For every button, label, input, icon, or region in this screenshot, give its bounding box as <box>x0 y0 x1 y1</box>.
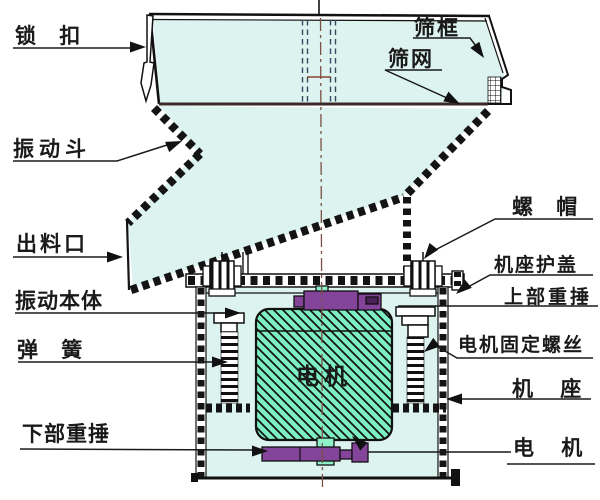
hopper-wall-lower-left <box>125 150 203 227</box>
label-nut-text: 螺 帽 <box>512 195 585 219</box>
label-sieve-frame-arrowhead <box>470 41 484 58</box>
label-sieve-mesh-text: 筛网 <box>388 47 434 71</box>
label-lower-weight-leader <box>19 448 254 451</box>
nut-left-base <box>208 288 236 297</box>
nut-right-base <box>409 288 437 297</box>
label-base-arrowhead <box>446 393 462 405</box>
spring-right-coil <box>406 336 425 404</box>
label-vibrating-body-text: 振动本体 <box>15 289 103 313</box>
spring-right-seat-plate <box>395 306 436 317</box>
label-spring-arrowhead <box>212 356 228 368</box>
label-motor-screw-arrowhead <box>424 337 440 352</box>
sieve-frame <box>140 12 512 106</box>
frame-right-inner <box>484 17 504 74</box>
motor-body-label: 电机 <box>296 364 352 390</box>
label-base-cover-arrowhead <box>456 279 472 294</box>
label-sieve-mesh-leader <box>384 69 448 99</box>
label-outlet-text: 出料口 <box>16 232 88 256</box>
label-upper-weight: 上部重捶 <box>398 285 598 308</box>
nut-left-wing-b <box>233 265 242 287</box>
frame-top-rim-inner <box>151 18 488 22</box>
base-cover-right-cap <box>451 270 464 291</box>
reference-lines <box>301 0 337 492</box>
frame-corner-hatch <box>487 76 502 104</box>
spring-left-assembly <box>206 312 250 413</box>
upper-hammer-main <box>303 290 359 311</box>
base-foot-left <box>191 473 198 482</box>
lower-hammer-shaft <box>339 449 353 460</box>
spring-left-coil <box>220 331 239 404</box>
nut-right-wing-a <box>403 265 412 287</box>
label-nut-leader <box>436 218 593 250</box>
annotations: 锁 扣 振动斗 出料口 振动本体 弹 簧 下部重捶 <box>13 16 598 465</box>
label-hopper: 振动斗 <box>13 137 182 162</box>
label-nut: 螺 帽 <box>424 195 593 259</box>
label-base-cover-text: 机座护盖 <box>494 253 578 276</box>
label-lock-arrowhead <box>130 41 146 53</box>
lower-hammer-main <box>261 446 341 462</box>
label-vibrating-body: 振动本体 <box>15 289 241 319</box>
label-motor: 电 机 <box>352 436 595 465</box>
label-hopper-text: 振动斗 <box>13 137 91 161</box>
label-outlet-arrowhead <box>107 251 123 263</box>
nut-right <box>403 252 443 297</box>
label-sieve-mesh-arrowhead <box>443 91 460 104</box>
spring-left-seat-stem <box>220 322 238 333</box>
upper-hammer-notch <box>365 296 379 305</box>
centerline <box>319 17 324 492</box>
nut-right-wing-b <box>434 265 443 287</box>
spring-right-seat-step1 <box>401 315 429 326</box>
nut-right-body <box>410 260 436 291</box>
label-sieve-frame: 筛框 <box>413 16 484 58</box>
label-base: 机 座 <box>446 377 591 405</box>
label-lower-weight: 下部重捶 <box>19 422 268 457</box>
label-motor-screw-leader <box>437 346 593 359</box>
label-spring: 弹 簧 <box>17 338 228 368</box>
label-nut-arrowhead <box>424 243 439 259</box>
label-sieve-mesh: 筛网 <box>384 47 460 104</box>
label-base-text: 机 座 <box>512 377 591 401</box>
label-motor-text: 电 机 <box>513 436 592 460</box>
label-sieve-frame-text: 筛框 <box>414 16 460 40</box>
label-lock-text: 锁 扣 <box>15 24 88 48</box>
label-lower-weight-arrowhead <box>252 445 268 457</box>
label-hopper-leader <box>13 144 168 162</box>
label-lower-weight-text: 下部重捶 <box>22 422 110 446</box>
hopper-wall-upper-left <box>150 104 204 158</box>
outlet-edge <box>125 220 131 291</box>
hopper-interior <box>128 106 486 288</box>
nut-left-wing-a <box>202 265 211 287</box>
base-foot-right <box>451 469 460 486</box>
label-upper-weight-text: 上部重捶 <box>504 285 592 308</box>
hopper-wall-right <box>400 108 492 200</box>
frame-top-rim-outer <box>148 12 491 18</box>
spring-right-seat-step2 <box>407 324 429 338</box>
label-hopper-arrowhead <box>165 141 182 153</box>
label-base-cover-leader <box>467 274 593 288</box>
hopper-floor <box>129 192 406 295</box>
label-motor-screw-text: 电机固定螺丝 <box>458 333 584 356</box>
label-spring-text: 弹 簧 <box>17 338 90 362</box>
label-lock: 锁 扣 <box>13 24 146 53</box>
upper-hammer-left-block <box>293 295 305 308</box>
label-vibrating-body-arrowhead <box>225 307 241 319</box>
label-base-cover: 机座护盖 <box>456 253 593 294</box>
nut-left <box>202 252 242 297</box>
label-motor-screw: 电机固定螺丝 <box>424 333 593 359</box>
sieve-frame-interior <box>153 20 504 104</box>
hopper <box>125 104 492 295</box>
label-sieve-frame-leader <box>413 37 477 47</box>
frame-right-edge <box>488 15 512 105</box>
label-outlet: 出料口 <box>13 232 123 263</box>
nut-left-body <box>209 260 235 291</box>
label-motor-arrowhead <box>352 436 368 451</box>
motor-assembly: 电机 <box>254 307 394 442</box>
spring-right-assembly <box>393 306 446 413</box>
lock-latch <box>140 14 155 104</box>
